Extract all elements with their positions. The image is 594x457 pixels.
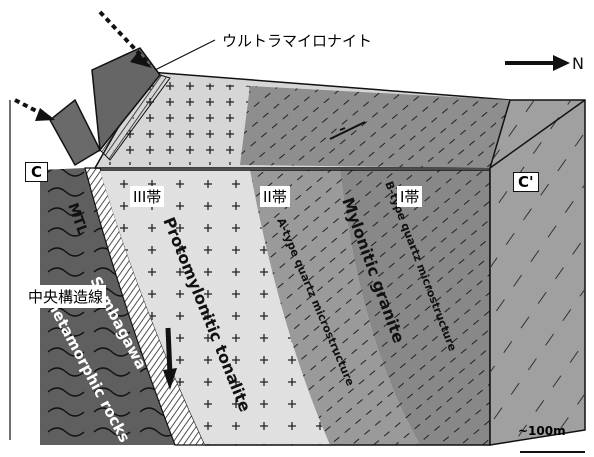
label-zone1: I帯	[397, 186, 423, 207]
top-surface	[93, 71, 511, 169]
label-zone2: II帯	[260, 186, 290, 207]
ultramylonite-leader	[154, 39, 216, 71]
dotted-arrow-left	[14, 98, 51, 120]
label-ultramylonite: ウルトラマイロナイト	[222, 32, 373, 50]
label-scale: ~100m	[518, 424, 566, 438]
front-face	[100, 169, 491, 446]
label-section-end: C'	[513, 172, 539, 192]
dotted-arrow-top	[98, 10, 152, 67]
hanging-wall-block	[49, 47, 171, 167]
motion-arrows	[14, 10, 366, 390]
label-zone3: III帯	[130, 186, 165, 207]
label-north: N	[572, 54, 584, 73]
label-section-start: C	[25, 162, 49, 182]
sambagawa-unit	[40, 168, 175, 445]
shear-arrow-fault	[165, 327, 173, 376]
right-face	[489, 99, 586, 446]
shear-arrow-top	[329, 121, 366, 140]
label-mtl-jp: 中央構造線	[25, 285, 107, 308]
north-arrow	[505, 55, 570, 71]
